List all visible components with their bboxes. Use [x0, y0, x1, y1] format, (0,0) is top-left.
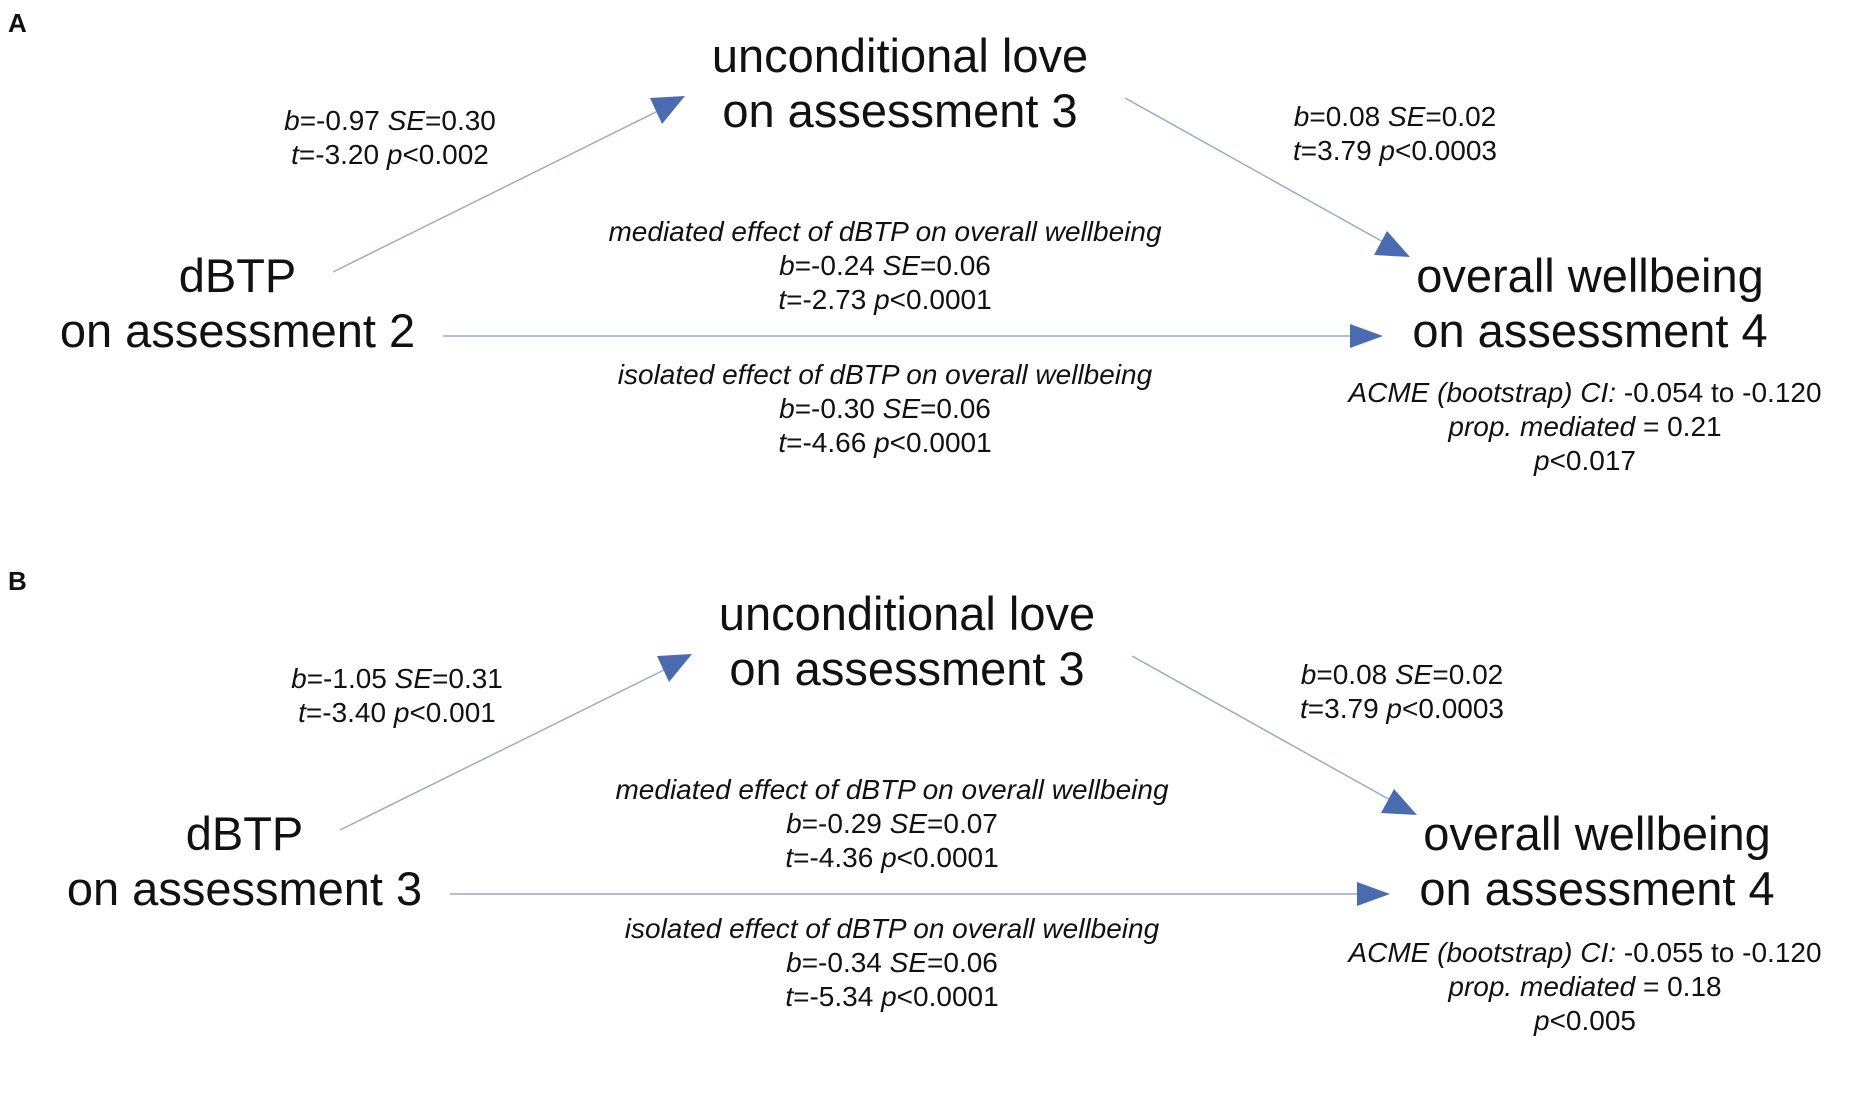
- arrow-predictor-to-mediator: [332, 109, 661, 273]
- arrow-mediator-to-outcome: [1124, 97, 1386, 244]
- outcome-line2: on assessment 4: [1412, 304, 1768, 357]
- predictor-line2: on assessment 2: [59, 304, 416, 357]
- panel-b-arrows: [339, 654, 1417, 906]
- predictor-node: dBTP on assessment 3: [27, 806, 462, 916]
- isolated-effect-title: isolated effect of dBTP on overall wellb…: [617, 359, 1153, 390]
- panel-label: B: [8, 566, 27, 596]
- arrow-predictor-to-mediator: [339, 667, 669, 831]
- outcome-node: overall wellbeing on assessment 4: [1395, 248, 1785, 358]
- arrowhead-predictor-to-outcome: [1350, 324, 1383, 348]
- panel-b: B unconditional love on assessment 3 dBT…: [0, 558, 1850, 1098]
- predictor-line1: dBTP: [178, 249, 297, 302]
- mediated-effect: mediated effect of dBTP on overall wellb…: [615, 774, 1169, 873]
- mediator-node: unconditional love on assessment 3: [680, 28, 1120, 138]
- mediator-line2: on assessment 3: [729, 642, 1085, 695]
- arrowhead-mediator-to-outcome: [1374, 231, 1410, 257]
- mediator-line2: on assessment 3: [722, 84, 1078, 137]
- predictor-node: dBTP on assessment 2: [20, 248, 455, 358]
- arrowhead-predictor-to-outcome: [1357, 882, 1390, 906]
- outcome-line2: on assessment 4: [1419, 862, 1775, 915]
- outcome-line1: overall wellbeing: [1423, 807, 1771, 860]
- arrow-mediator-to-outcome: [1131, 655, 1393, 802]
- isolated-effect: isolated effect of dBTP on overall wellb…: [624, 913, 1160, 1012]
- arrowhead-predictor-to-mediator: [657, 654, 692, 682]
- panel-a-arrows: [332, 96, 1410, 348]
- mediated-effect-title: mediated effect of dBTP on overall wellb…: [608, 216, 1162, 247]
- predictor-line2: on assessment 3: [66, 862, 423, 915]
- mediator-line1: unconditional love: [718, 587, 1096, 640]
- path-a-stats: b=-0.97 SE=0.30 t=-3.20 p<0.002: [284, 105, 496, 170]
- panel-a: A unconditional love on assessment 3 dBT…: [0, 0, 1850, 540]
- mediated-effect-title: mediated effect of dBTP on overall wellb…: [615, 774, 1169, 805]
- mediator-line1: unconditional love: [711, 29, 1089, 82]
- acme-stats: ACME (bootstrap) CI: -0.054 to -0.120 pr…: [1348, 377, 1822, 476]
- path-b-stats: b=0.08 SE=0.02 t=3.79 p<0.0003: [1293, 101, 1497, 166]
- outcome-line1: overall wellbeing: [1416, 249, 1764, 302]
- arrowhead-mediator-to-outcome: [1381, 789, 1417, 815]
- panel-label: A: [8, 8, 27, 38]
- mediator-node: unconditional love on assessment 3: [687, 586, 1127, 696]
- isolated-effect: isolated effect of dBTP on overall wellb…: [617, 359, 1153, 458]
- acme-stats: ACME (bootstrap) CI: -0.055 to -0.120 pr…: [1348, 937, 1822, 1036]
- outcome-node: overall wellbeing on assessment 4: [1402, 806, 1792, 916]
- predictor-line1: dBTP: [185, 807, 304, 860]
- mediated-effect: mediated effect of dBTP on overall wellb…: [608, 216, 1162, 315]
- arrowhead-predictor-to-mediator: [650, 96, 685, 124]
- isolated-effect-title: isolated effect of dBTP on overall wellb…: [624, 913, 1160, 944]
- path-b-stats: b=0.08 SE=0.02 t=3.79 p<0.0003: [1300, 659, 1504, 724]
- path-a-stats: b=-1.05 SE=0.31 t=-3.40 p<0.001: [291, 663, 503, 728]
